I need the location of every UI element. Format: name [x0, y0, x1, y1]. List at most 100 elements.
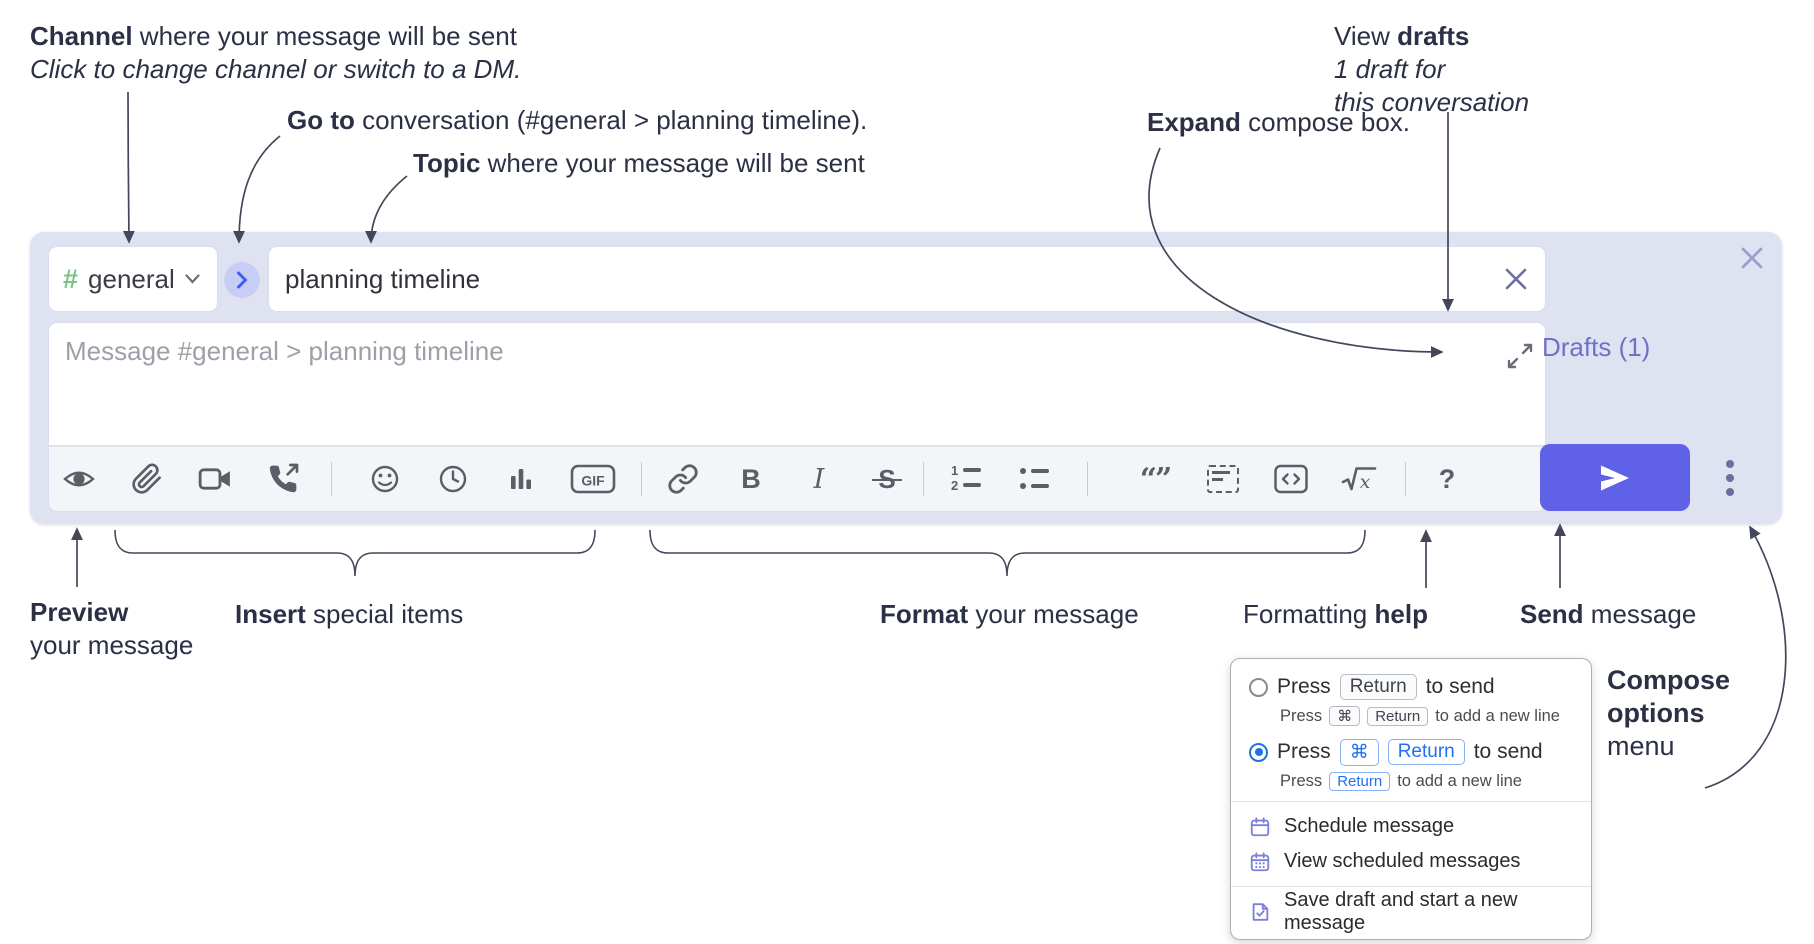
question-glyph: ? [1438, 463, 1456, 494]
label-format-bold: Format [880, 599, 969, 629]
annotation-channel-bold: Channel [30, 21, 133, 51]
annotation-expand-rest: compose box. [1240, 107, 1411, 137]
help-icon[interactable]: ? [1427, 459, 1467, 499]
toolbar-divider [1087, 462, 1088, 496]
annotation-go-to: Go to conversation (#general > planning … [287, 104, 867, 137]
brace-insert-group [114, 529, 596, 577]
voice-call-icon[interactable] [263, 459, 303, 499]
toolbar-divider [331, 462, 332, 496]
dot [1726, 488, 1734, 496]
label-preview: Preview your message [30, 596, 193, 662]
message-field [48, 322, 1546, 446]
strikethrough-glyph: S [872, 464, 902, 495]
toolbar-divider [1405, 462, 1406, 496]
message-input[interactable] [49, 323, 1545, 445]
attach-file-icon[interactable] [127, 459, 167, 499]
annotation-channel-line2: Click to change channel or switch to a D… [30, 54, 522, 84]
annotation-channel-rest: where your message will be sent [132, 21, 517, 51]
go-to-conversation-button[interactable] [224, 262, 260, 298]
gif-box-icon: GIF [570, 464, 616, 494]
paperclip-icon [132, 463, 161, 494]
label-help-bold: help [1374, 599, 1428, 629]
label-send-rest: message [1583, 599, 1697, 629]
annotation-drafts-line2: 1 draft for [1334, 54, 1446, 84]
send-button[interactable] [1540, 444, 1690, 511]
label-send-bold: Send [1520, 599, 1584, 629]
spoiler-icon[interactable] [1203, 459, 1243, 499]
math-icon[interactable]: x [1339, 459, 1379, 499]
option1-sub-suffix: to add a new line [1435, 706, 1560, 725]
annotation-expand-bold: Expand [1147, 107, 1241, 137]
video-camera-icon [198, 468, 230, 490]
clear-topic-icon[interactable] [1503, 266, 1529, 292]
option-cmd-enter-to-send[interactable]: Press ⌘ Return to send [1249, 736, 1573, 768]
label-insert-bold: Insert [235, 599, 306, 629]
quote-glyph: “” [1139, 461, 1172, 497]
topic-field [268, 246, 1546, 312]
annotation-view-drafts: View drafts 1 draft for this conversatio… [1334, 20, 1529, 119]
toolbar-divider [641, 462, 642, 496]
svg-text:x: x [1360, 471, 1371, 493]
emoji-icon[interactable] [365, 459, 405, 499]
calendar-icon [1250, 816, 1270, 836]
code-icon[interactable] [1271, 459, 1311, 499]
bold-icon[interactable]: B [731, 459, 771, 499]
option1-suffix: to send [1425, 675, 1495, 698]
radio-selected-icon[interactable] [1249, 742, 1268, 762]
bold-glyph: B [741, 463, 761, 494]
connector-go-to [233, 135, 281, 244]
topic-input[interactable] [269, 263, 1503, 295]
video-call-icon[interactable] [195, 459, 235, 499]
label-co-line2: options [1607, 698, 1705, 728]
option2-press: Press [1277, 740, 1331, 763]
eye-icon [63, 471, 95, 487]
annotation-go-to-rest: conversation (#general > planning timeli… [354, 105, 868, 135]
return-key-chip-blue-sm: Return [1329, 771, 1391, 791]
annotation-expand: Expand compose box. [1147, 106, 1410, 139]
menu-item-label: Save draft and start a new message [1284, 888, 1518, 934]
chevron-down-icon [185, 274, 200, 284]
gif-icon[interactable]: GIF [567, 459, 619, 499]
hash-icon: # [63, 263, 79, 294]
toolbar-divider [923, 462, 924, 496]
preview-eye-icon[interactable] [59, 459, 99, 499]
strikethrough-icon[interactable]: S [867, 459, 907, 499]
bulleted-list-icon[interactable] [1015, 459, 1055, 499]
expand-compose-icon[interactable] [1505, 341, 1535, 371]
italic-icon[interactable]: I [799, 459, 839, 499]
draft-check-icon [1252, 902, 1269, 921]
compose-toolbar: GIF B I S [48, 446, 1546, 512]
compose-options-button[interactable] [1712, 454, 1748, 502]
label-co-line1: Compose [1607, 665, 1731, 695]
label-format: Format your message [880, 598, 1139, 631]
chain-link-icon [668, 464, 698, 494]
menu-item-label: Schedule message [1284, 815, 1455, 837]
drafts-link[interactable]: Drafts (1) [1542, 332, 1651, 362]
code-box-icon [1274, 464, 1308, 494]
link-icon[interactable] [663, 459, 703, 499]
label-insert-rest: special items [305, 599, 464, 629]
menu-item-save-draft[interactable]: Save draft and start a new message [1249, 889, 1573, 934]
time-icon[interactable] [433, 459, 473, 499]
numbered-list-icon[interactable]: 1 2 [947, 459, 987, 499]
poll-icon[interactable] [501, 459, 541, 499]
menu-item-view-scheduled[interactable]: View scheduled messages [1249, 844, 1573, 879]
quote-icon[interactable]: “” [1135, 459, 1175, 499]
svg-text:GIF: GIF [581, 473, 605, 489]
chevron-right-icon [237, 271, 247, 289]
annotation-topic: Topic where your message will be sent [413, 147, 865, 180]
close-compose-icon[interactable] [1736, 242, 1768, 274]
channel-selector[interactable]: # general [48, 246, 218, 312]
cmd-key-chip-blue: ⌘ [1339, 738, 1379, 766]
return-key-chip: Return [1367, 706, 1429, 726]
option-enter-to-send[interactable]: Press Return to send [1249, 671, 1573, 703]
menu-item-schedule-message[interactable]: Schedule message [1249, 809, 1573, 844]
menu-divider [1231, 801, 1591, 802]
compose-options-menu: Press Return to send Press ⌘ Return to a… [1230, 658, 1592, 940]
label-preview-bold: Preview [30, 597, 129, 627]
option2-sub-press: Press [1280, 771, 1323, 790]
bulleted-list-glyph [1018, 462, 1052, 496]
label-send: Send message [1520, 598, 1696, 631]
radio-unselected-icon[interactable] [1249, 677, 1268, 697]
